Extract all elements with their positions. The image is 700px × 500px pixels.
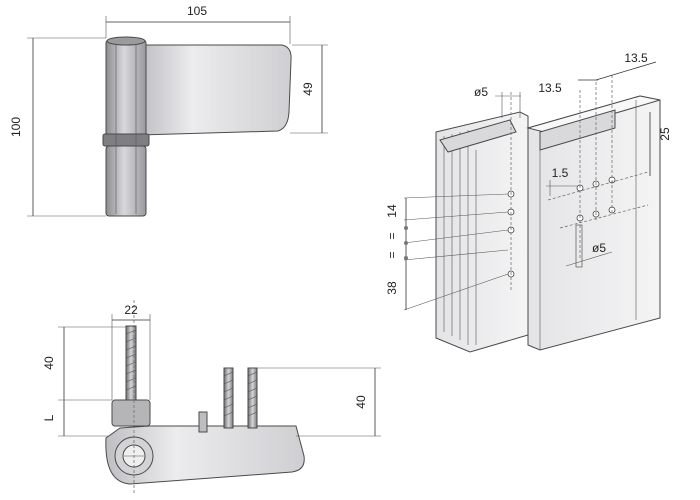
dim-profile-hole-top: ø5	[474, 85, 488, 99]
dim-front-width: 105	[187, 4, 207, 18]
side-collar	[111, 399, 151, 427]
side-base-body	[105, 425, 305, 485]
hinge-leaf	[139, 44, 292, 136]
dim-side-L: L	[42, 414, 56, 421]
dim-profile-eq-1: =	[385, 232, 399, 239]
dim-profile-hole-bottom: ø5	[592, 241, 606, 255]
side-view: 22 40 L 40	[42, 300, 381, 495]
dim-front-height: 100	[9, 117, 23, 137]
dim-profile-14: 14	[385, 204, 399, 218]
dim-profile-offset: 1.5	[552, 166, 569, 180]
hinge-barrel-ring	[102, 133, 150, 147]
hinge-barrel-lower	[105, 145, 147, 217]
hinge-barrel-cap	[106, 36, 146, 46]
dim-profile-38: 38	[385, 281, 399, 295]
dim-profile-spacing-b: 13.5	[624, 51, 648, 65]
side-pin	[198, 411, 208, 433]
dim-side-screw-length-right: 40	[354, 395, 368, 409]
dim-profile-depth: 25	[658, 127, 672, 141]
front-view: 105 100 49	[9, 4, 328, 217]
dim-profile-spacing-a: 13.5	[538, 81, 562, 95]
dim-side-screw-width: 22	[124, 303, 138, 317]
dim-profile-eq-2: =	[385, 251, 399, 258]
dim-side-screw-length-left: 40	[42, 356, 56, 370]
hinge-barrel-upper	[105, 39, 147, 137]
profile-view: 14 = = 38 ø5 13.5 13.5 25 1.5 ø5	[385, 51, 672, 353]
dim-front-leaf-height: 49	[301, 82, 315, 96]
